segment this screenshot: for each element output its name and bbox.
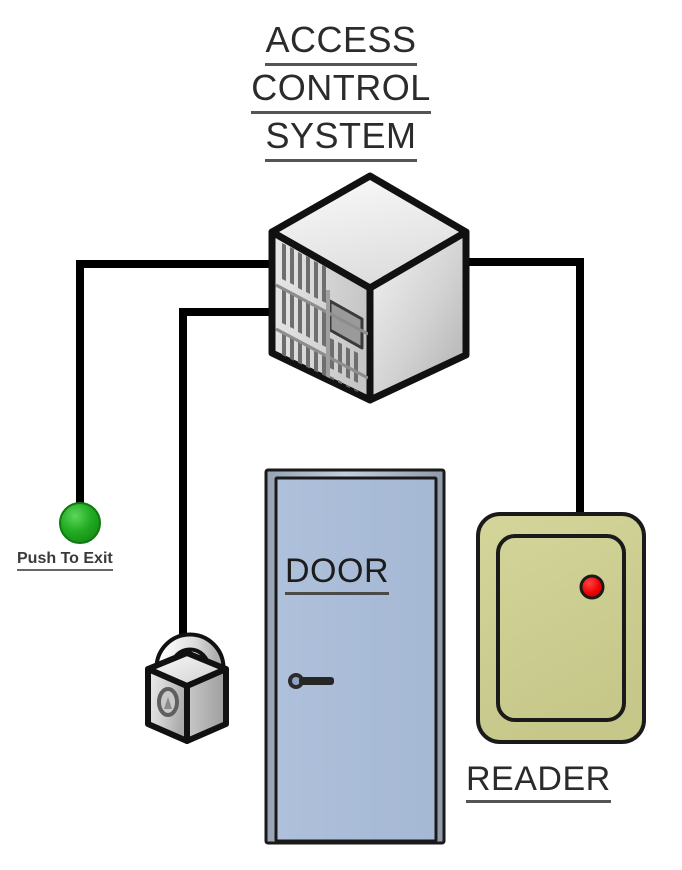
push-to-exit-button[interactable] <box>59 502 101 544</box>
door-handle[interactable] <box>288 673 334 689</box>
reader-body[interactable] <box>476 512 646 744</box>
electric-lock[interactable] <box>145 632 229 744</box>
door-label: DOOR <box>285 552 389 595</box>
control-panel[interactable] <box>268 172 470 417</box>
lock-body-side <box>184 666 229 744</box>
lock-keyhole-slot <box>164 697 172 709</box>
wire-controller-to-reader <box>458 258 584 520</box>
push-to-exit-button-face[interactable] <box>59 502 101 544</box>
push-to-exit-label: Push To Exit <box>17 549 113 571</box>
reader-inner-panel <box>496 534 626 722</box>
reader[interactable] <box>476 512 646 744</box>
wire-controller-to-lock <box>179 308 280 646</box>
reader-led-indicator <box>579 574 605 600</box>
wiring-group <box>76 258 584 646</box>
wire-controller-to-push-to-exit <box>76 260 280 512</box>
door-panel[interactable] <box>274 476 438 843</box>
door[interactable] <box>264 468 446 845</box>
control-panel-left-face <box>268 228 374 404</box>
reader-label: READER <box>466 760 611 803</box>
